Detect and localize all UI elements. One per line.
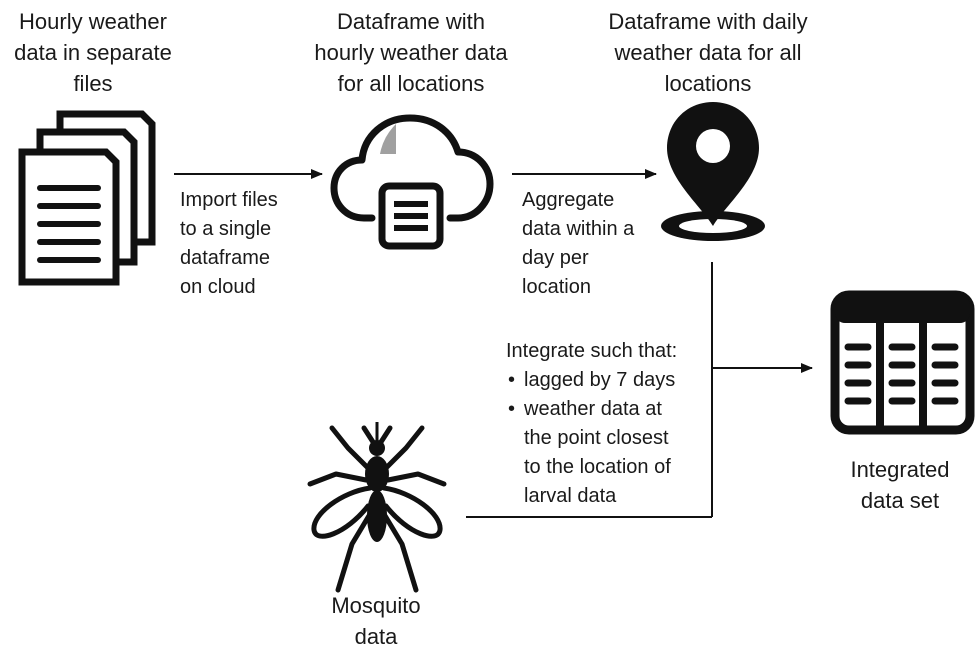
bullet-closest-point: weather data at [506,395,710,424]
node-label-mosquito: Mosquito data [331,593,421,647]
node-label-hourly-dataframe: Dataframe with hourly weather data for a… [314,9,508,96]
location-pin-icon [661,102,765,241]
cloud-database-icon [330,114,494,250]
table-icon [830,290,975,435]
node-label-integrated: Integrated data set [850,457,950,513]
bullet-lag: lagged by 7 days [506,366,710,395]
mosquito-icon [307,422,447,593]
step-label-aggregate: Aggregate data within a day per location [522,189,635,298]
step-label-import: Import files to a single dataframe on cl… [180,189,278,298]
documents-stack-icon [18,110,156,286]
node-label-hourly-files: Hourly weather data in separate files [14,9,172,96]
step-label-integrate: Integrate such that: lagged by 7 days we… [506,337,710,511]
integrate-title: Integrate such that: [506,340,678,362]
node-label-daily-dataframe: Dataframe with daily weather data for al… [608,9,808,96]
